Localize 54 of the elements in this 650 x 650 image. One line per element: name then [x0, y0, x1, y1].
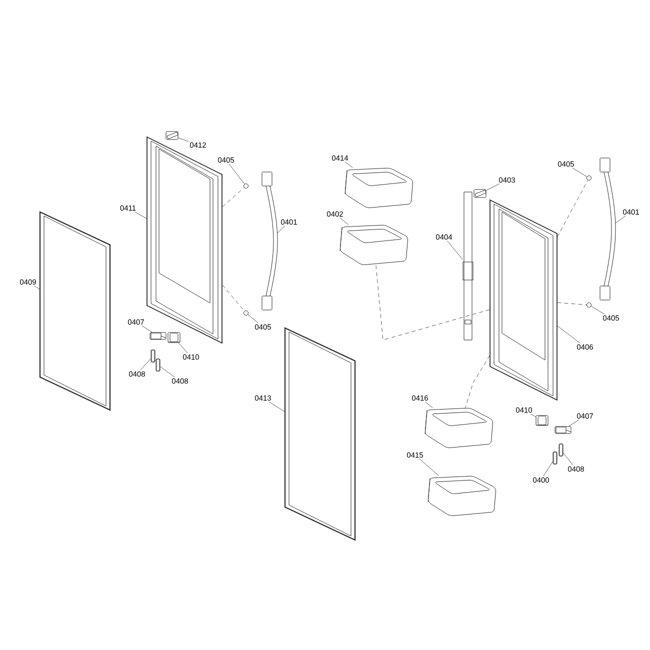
gasket-drawing	[39, 211, 111, 411]
door-bin-drawing	[428, 476, 496, 516]
assembly-line	[222, 284, 245, 312]
leader-line	[344, 162, 353, 168]
screw-drawing	[586, 176, 592, 180]
leader-line	[248, 314, 258, 324]
screw-drawing	[244, 310, 248, 316]
leader-line	[615, 216, 626, 224]
pin-drawing	[150, 350, 156, 362]
leader-line	[590, 306, 605, 314]
leader-line	[178, 342, 188, 354]
assembly-line	[465, 355, 490, 408]
leader-line	[142, 326, 152, 332]
leader-line	[178, 138, 189, 142]
leader-line	[557, 326, 580, 344]
hinge-drawing	[150, 332, 166, 340]
hinge-strip-drawing	[462, 192, 474, 340]
leader-line	[228, 164, 245, 184]
leader-line	[160, 366, 175, 378]
leader-line	[530, 414, 536, 418]
door-bin-drawing	[340, 224, 408, 265]
gasket-drawing	[284, 327, 356, 541]
cap-drawing	[536, 415, 548, 426]
leader-line	[563, 452, 574, 466]
leader-line	[34, 286, 40, 290]
door-bin-drawing	[344, 168, 414, 208]
cap-drawing	[168, 332, 180, 343]
handle-drawing	[600, 158, 616, 300]
leader-line	[568, 420, 580, 426]
pin-drawing	[552, 452, 558, 464]
handle-drawing	[262, 172, 278, 310]
leader-line	[134, 212, 147, 219]
leader-line	[424, 402, 433, 408]
hinge-pin-drawing	[166, 131, 178, 140]
leader-line	[340, 218, 349, 225]
assembly-line	[557, 180, 588, 238]
leader-line	[419, 458, 439, 476]
assembly-line	[557, 302, 587, 306]
pin-drawing	[156, 358, 160, 372]
door-bin-drawing	[424, 408, 494, 448]
hinge-drawing	[554, 426, 572, 434]
hinge-pin-drawing	[474, 189, 486, 198]
leader-line	[543, 461, 553, 476]
leader-line	[486, 184, 500, 191]
leader-line	[572, 168, 588, 177]
leader-line	[277, 226, 286, 234]
pin-drawing	[558, 444, 564, 456]
leader-line	[447, 240, 463, 260]
assembly-line	[376, 265, 490, 340]
screw-drawing	[244, 184, 248, 188]
leader-line	[140, 358, 151, 370]
assembly-line	[222, 187, 244, 208]
leader-line	[268, 402, 285, 412]
screw-drawing	[586, 302, 592, 308]
